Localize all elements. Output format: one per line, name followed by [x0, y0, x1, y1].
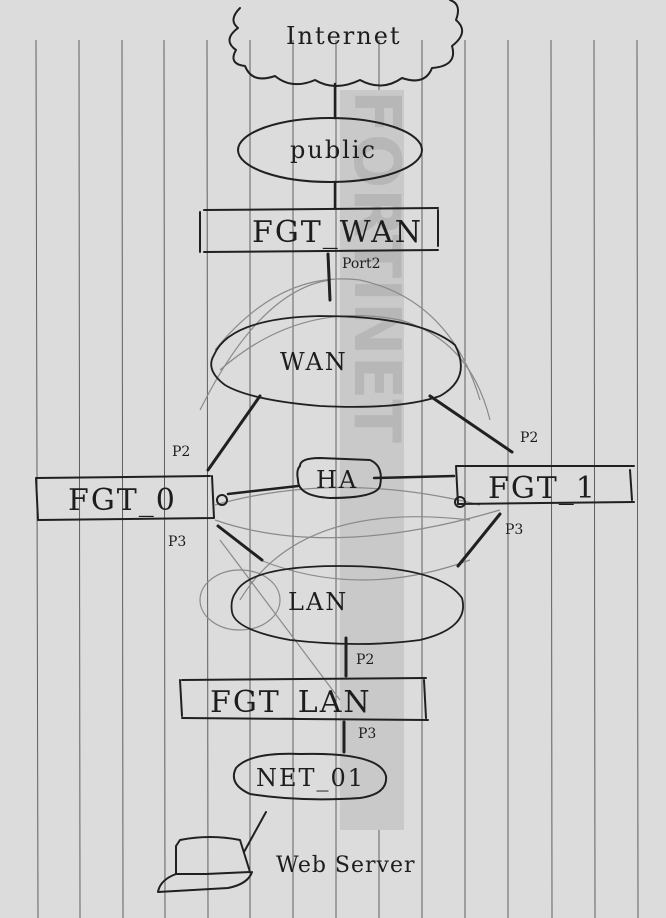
fgt-wan-label: FGT_WAN	[252, 215, 423, 250]
lan-label: LAN	[288, 588, 348, 616]
fgt-1-p3-label: P3	[505, 522, 523, 538]
lan-network: LAN	[230, 565, 464, 645]
fgt-1-label: FGT_1	[488, 471, 597, 506]
ha-link: HA	[226, 457, 456, 499]
fgt-0-p3-label: P3	[168, 534, 186, 550]
net01-label: NET_01	[256, 764, 365, 792]
link-fgt-0-lan	[216, 524, 264, 562]
fgt-lan-p3-label: P3	[358, 726, 376, 742]
fgt-wan-port-label: Port2	[342, 256, 381, 272]
public-network: public	[237, 117, 423, 183]
link-fgt-wan-wan	[326, 252, 332, 302]
link-net01-web-server	[243, 811, 267, 853]
fgt-wan-device: FGT_WAN	[199, 207, 439, 253]
link-fgt-1-lan	[456, 512, 502, 568]
link-wan-fgt-1	[428, 394, 514, 454]
ruled-lines	[35, 39, 639, 918]
fgt-1-p2-label: P2	[520, 430, 538, 446]
wan-label: WAN	[280, 348, 348, 376]
web-server-icon	[157, 836, 253, 893]
wan-network: WAN	[210, 315, 462, 408]
public-label: public	[290, 136, 377, 164]
link-wan-fgt-0	[206, 394, 262, 472]
fgt-1-device: FGT_1 P2 P3	[454, 430, 635, 538]
internet-label: Internet	[286, 22, 402, 50]
ha-label: HA	[316, 466, 358, 494]
watermark-text: FORTINET	[339, 90, 413, 443]
internet-cloud: Internet	[228, 0, 463, 87]
fgt-lan-p2-label: P2	[356, 652, 374, 668]
fgt-lan-device: FGT_LAN	[179, 677, 429, 721]
fgt-lan-label: FGT_LAN	[210, 685, 372, 720]
fgt-0-p2-label: P2	[172, 444, 190, 460]
fgt-0-device: FGT_0 P2 P3	[35, 444, 228, 550]
fgt-0-label: FGT_0	[68, 483, 177, 518]
web-server-label: Web Server	[276, 853, 416, 878]
net01-network: NET_01	[232, 752, 388, 801]
